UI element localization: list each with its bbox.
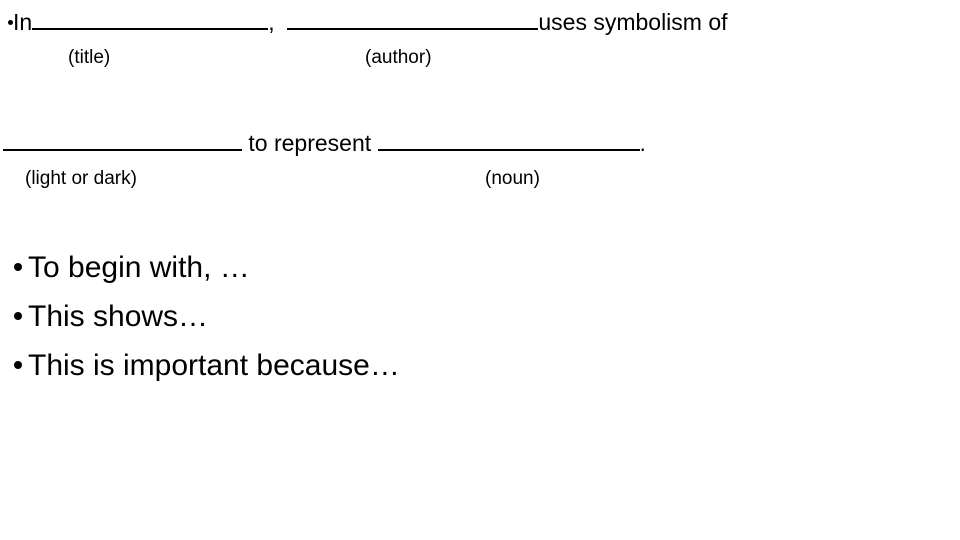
list-item: This shows… — [14, 292, 614, 341]
hint-label-author: (author) — [365, 47, 432, 68]
hint-label-title: (title) — [68, 47, 111, 68]
bullet-point-icon — [14, 312, 22, 321]
sentence-line-1: In, uses symbolism of — [8, 5, 728, 36]
bullet-point-icon — [8, 19, 13, 25]
blank-title-input[interactable] — [32, 5, 269, 30]
sentence-comma-separator: , — [268, 9, 275, 35]
sentence-line-2: to represent . — [3, 126, 646, 157]
hint-label-noun: (noun) — [485, 168, 540, 189]
hint-label-light-or-dark: (light or dark) — [25, 168, 137, 189]
list-item-label: This is important because… — [28, 349, 400, 382]
sentence-middle-text: to represent — [248, 130, 372, 156]
blank-author-input[interactable] — [287, 5, 539, 30]
blank-light-or-dark-input[interactable] — [3, 126, 242, 151]
sentence-period: . — [639, 130, 646, 156]
list-item: To begin with, … — [14, 243, 614, 292]
blank-noun-input[interactable] — [377, 126, 640, 151]
sentence-starters-list: To begin with, … This shows… This is imp… — [14, 243, 614, 390]
bullet-point-icon — [14, 263, 22, 272]
sentence-lead-word: In — [13, 9, 33, 35]
list-item-label: To begin with, … — [28, 251, 250, 284]
sentence-trailing-text: uses symbolism of — [538, 9, 728, 35]
list-item-label: This shows… — [28, 300, 209, 333]
list-item: This is important because… — [14, 341, 614, 390]
bullet-point-icon — [14, 361, 22, 370]
